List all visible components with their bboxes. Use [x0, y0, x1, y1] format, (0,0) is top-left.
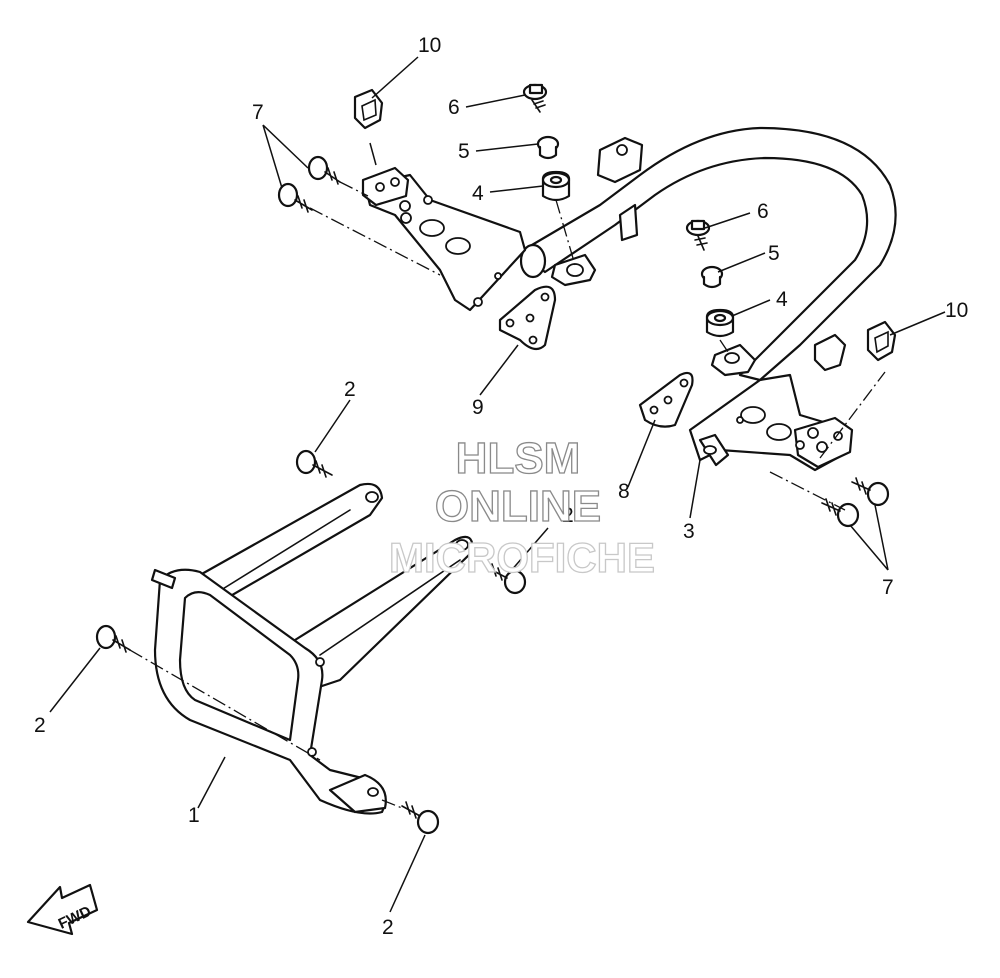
bolt-7-left-upper — [307, 155, 341, 185]
bolt-7-right-upper — [851, 477, 890, 507]
callout-2-upper: 2 — [344, 378, 356, 401]
upper-right-bracket — [688, 343, 854, 472]
callout-1: 1 — [188, 804, 200, 827]
callout-5-right: 5 — [768, 242, 780, 265]
collar-5-right — [700, 265, 724, 289]
watermark: HLSM ONLINE MICROFICHE — [388, 433, 655, 581]
assembly-lines — [129, 181, 886, 809]
callout-7-right: 7 — [882, 576, 894, 599]
lower-guard — [150, 482, 474, 815]
callouts: 10 6 5 4 7 6 5 4 10 9 8 3 7 2 2 2 1 2 — [34, 34, 968, 939]
callout-7-left: 7 — [252, 101, 264, 124]
bolt-2-bottom — [401, 801, 440, 835]
callout-10-left: 10 — [418, 34, 441, 57]
callout-2-bottom: 2 — [382, 916, 394, 939]
grommet-4-left — [541, 170, 571, 202]
plate-9 — [498, 285, 557, 351]
fwd-arrow-indicator: FWD — [26, 883, 99, 936]
upper-guard-tube — [518, 126, 897, 382]
callout-10-right: 10 — [945, 299, 968, 322]
grommet-4-right — [705, 308, 735, 338]
nut-10-left — [353, 88, 384, 130]
bolt-2-middle — [487, 563, 527, 595]
plate-8 — [638, 371, 694, 428]
callout-9: 9 — [472, 396, 484, 419]
watermark-line-3: MICROFICHE — [389, 534, 655, 581]
clip-right — [813, 333, 847, 372]
callout-2-left: 2 — [34, 714, 46, 737]
callout-4-left: 4 — [472, 182, 484, 205]
callout-8: 8 — [618, 480, 630, 503]
watermark-line-2: ONLINE — [435, 482, 601, 531]
bolt-2-left — [95, 624, 131, 653]
callout-2-middle: 2 — [562, 504, 574, 527]
callout-5-left: 5 — [458, 140, 470, 163]
bolt-2-upper — [295, 449, 333, 478]
watermark-line-1: HLSM — [456, 434, 581, 483]
nut-10-right — [866, 320, 897, 362]
callout-3: 3 — [683, 520, 695, 543]
upper-left-bracket — [361, 166, 527, 312]
callout-6-left: 6 — [448, 96, 460, 119]
bolt-7-right-lower — [821, 498, 860, 528]
collar-5-left — [536, 135, 560, 160]
callout-6-right: 6 — [757, 200, 769, 223]
bolt-6-right — [685, 219, 711, 251]
callout-4-right: 4 — [776, 288, 788, 311]
bolt-7-left-lower — [277, 182, 313, 213]
bolt-6-left — [522, 83, 548, 113]
leader-lines — [49, 56, 946, 913]
